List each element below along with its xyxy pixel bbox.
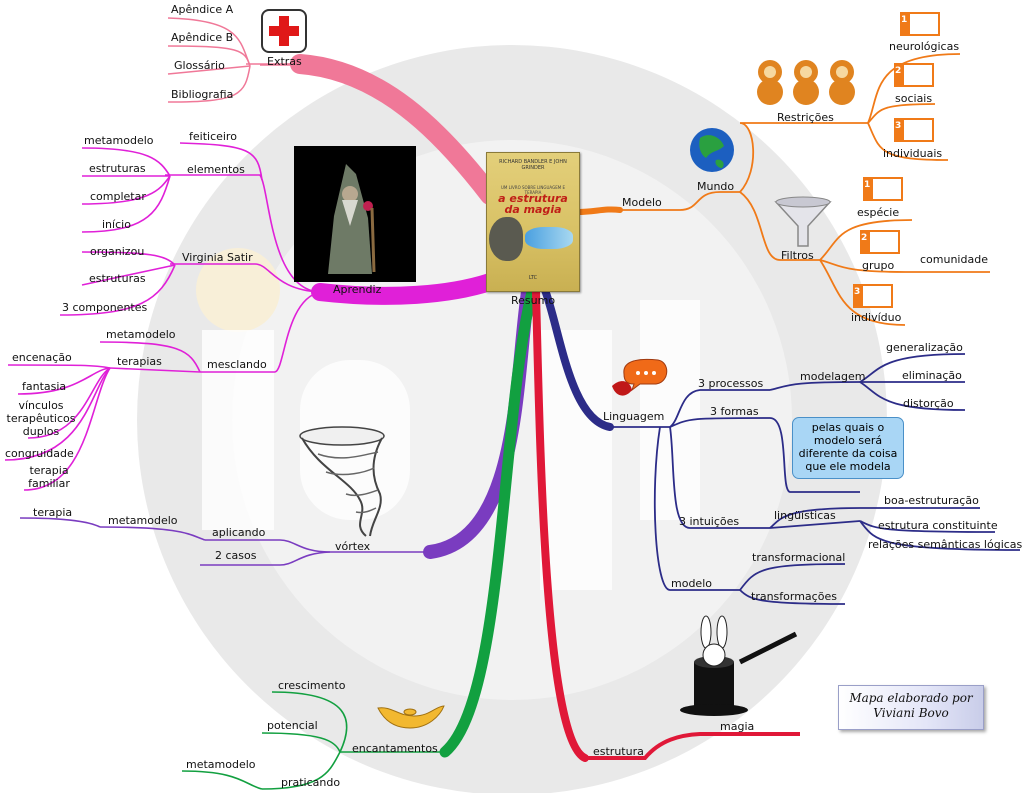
- book-wave-graphic: [525, 227, 573, 249]
- node-3-intuicoes: 3 intuições: [679, 515, 740, 528]
- rank-box-especie: 1: [863, 177, 903, 201]
- first-aid-icon: [261, 9, 307, 53]
- node-aplicando: aplicando: [212, 526, 266, 539]
- node-elementos-estruturas: estruturas: [89, 162, 146, 175]
- credit-line-2: Viviani Bovo: [873, 706, 949, 720]
- node-generalizacao: generalização: [886, 341, 963, 354]
- node-vortex: vórtex: [335, 540, 371, 553]
- node-praticando: praticando: [281, 776, 341, 789]
- rank-box-individuais: 3: [894, 118, 934, 142]
- node-crescimento: crescimento: [278, 679, 346, 692]
- node-extras: Extras: [267, 55, 302, 68]
- node-comunidade: comunidade: [920, 253, 988, 266]
- node-feiticeiro: feiticeiro: [189, 130, 237, 143]
- node-3-processos: 3 processos: [698, 377, 764, 390]
- node-inicio: início: [102, 218, 131, 231]
- credit-line-1: Mapa elaborado por: [849, 691, 973, 705]
- node-mundo: Mundo: [697, 180, 735, 193]
- node-glossario: Glossário: [174, 59, 225, 72]
- rank-box-individuo: 3: [853, 284, 893, 308]
- node-estrutura-constituinte: estrutura constituinte: [878, 519, 998, 532]
- node-aplicando-metamodelo: metamodelo: [108, 514, 178, 527]
- node-sociais: sociais: [895, 92, 933, 105]
- node-virginia-satir: Virginia Satir: [182, 251, 253, 264]
- node-2-casos: 2 casos: [215, 549, 257, 562]
- node-transformacional: transformacional: [752, 551, 846, 564]
- node-boa-estruturacao: boa-estruturação: [884, 494, 979, 507]
- note-3-formas: pelas quais o modelo será diferente da c…: [792, 417, 904, 479]
- node-distorcao: distorção: [903, 397, 954, 410]
- magic-lamp-icon: [377, 705, 445, 729]
- node-organizou: organizou: [90, 245, 145, 258]
- node-completar: completar: [90, 190, 146, 203]
- rabbit-in-hat-icon: [680, 615, 798, 716]
- branch-encantamentos: [439, 286, 538, 758]
- node-mesclando-metamodelo: metamodelo: [106, 328, 176, 341]
- node-apendice-a: Apêndice A: [171, 3, 234, 16]
- node-apendice-b: Apêndice B: [171, 31, 234, 44]
- node-encenacao: encenação: [12, 351, 72, 364]
- node-vinculos: vínculos terapêuticos duplos: [6, 399, 76, 438]
- branch-linguagem: [541, 286, 614, 431]
- node-terapia-familiar: terapia familiar: [28, 464, 70, 490]
- node-linguisticas: lingüísticas: [774, 509, 836, 522]
- branch-extras: [290, 54, 500, 205]
- three-monkeys-icon: [757, 60, 855, 105]
- node-congruidade: congruidade: [5, 447, 74, 460]
- branch-aprendiz: [311, 273, 499, 305]
- node-3-componentes: 3 componentes: [62, 301, 148, 314]
- node-virginia-estruturas: estruturas: [89, 272, 146, 285]
- rank-box-sociais: 2: [894, 63, 934, 87]
- node-3-formas: 3 formas: [710, 405, 759, 418]
- funnel-icon: [774, 196, 832, 247]
- node-grupo: grupo: [862, 259, 895, 272]
- node-magia: magia: [720, 720, 755, 733]
- branch-estrutura: [532, 288, 589, 762]
- node-bibliografia: Bibliografia: [171, 88, 234, 101]
- node-terapia: terapia: [33, 506, 73, 519]
- node-mesclando: mesclando: [207, 358, 267, 371]
- central-label: Resumo: [511, 294, 556, 307]
- node-filtros: Filtros: [781, 249, 814, 262]
- node-encantamentos: encantamentos: [352, 742, 438, 755]
- speech-bubble-icon: [612, 358, 668, 396]
- book-face-graphic: [489, 217, 523, 261]
- wizard-image: [294, 146, 416, 282]
- node-linguagem-modelo: modelo: [671, 577, 712, 590]
- node-relacoes-semanticas: relações semânticas lógicas: [868, 538, 1023, 551]
- node-eliminacao: eliminação: [902, 369, 962, 382]
- book-subtitle: UM LIVRO SOBRE LINGUAGEM E TERAPIA: [501, 185, 565, 195]
- node-restricoes: Restrições: [777, 111, 834, 124]
- node-individuais: individuais: [883, 147, 943, 160]
- book-title: a estrutura da magia: [498, 192, 568, 216]
- rank-box-grupo: 2: [860, 230, 900, 254]
- node-praticando-metamodelo: metamodelo: [186, 758, 256, 771]
- node-elementos-metamodelo: metamodelo: [84, 134, 154, 147]
- node-potencial: potencial: [267, 719, 318, 732]
- node-elementos: elementos: [187, 163, 245, 176]
- tornado-icon: [299, 426, 385, 537]
- globe-icon: [690, 128, 734, 172]
- node-terapias: terapias: [117, 355, 162, 368]
- node-modelo: Modelo: [622, 196, 662, 209]
- node-especie: espécie: [857, 206, 900, 219]
- node-transformacoes: transformações: [751, 590, 837, 603]
- node-estrutura: estrutura: [593, 745, 644, 758]
- node-linguagem: Linguagem: [603, 410, 665, 423]
- rank-box-neurologicas: 1: [900, 12, 940, 36]
- book-authors: RICHARD BANDLER E JOHN GRINDER: [499, 159, 567, 171]
- book-publisher: LTC: [528, 275, 538, 281]
- node-fantasia: fantasia: [22, 380, 67, 393]
- node-neurologicas: neurológicas: [889, 40, 960, 53]
- node-modelagem: modelagem: [800, 370, 866, 383]
- node-individuo: indivíduo: [851, 311, 902, 324]
- credit-box: Mapa elaborado por Viviani Bovo: [838, 685, 984, 730]
- node-aprendiz: Aprendiz: [333, 283, 382, 296]
- branch-modelo: [575, 206, 623, 215]
- central-book-image: RICHARD BANDLER E JOHN GRINDER UM LIVRO …: [486, 152, 580, 292]
